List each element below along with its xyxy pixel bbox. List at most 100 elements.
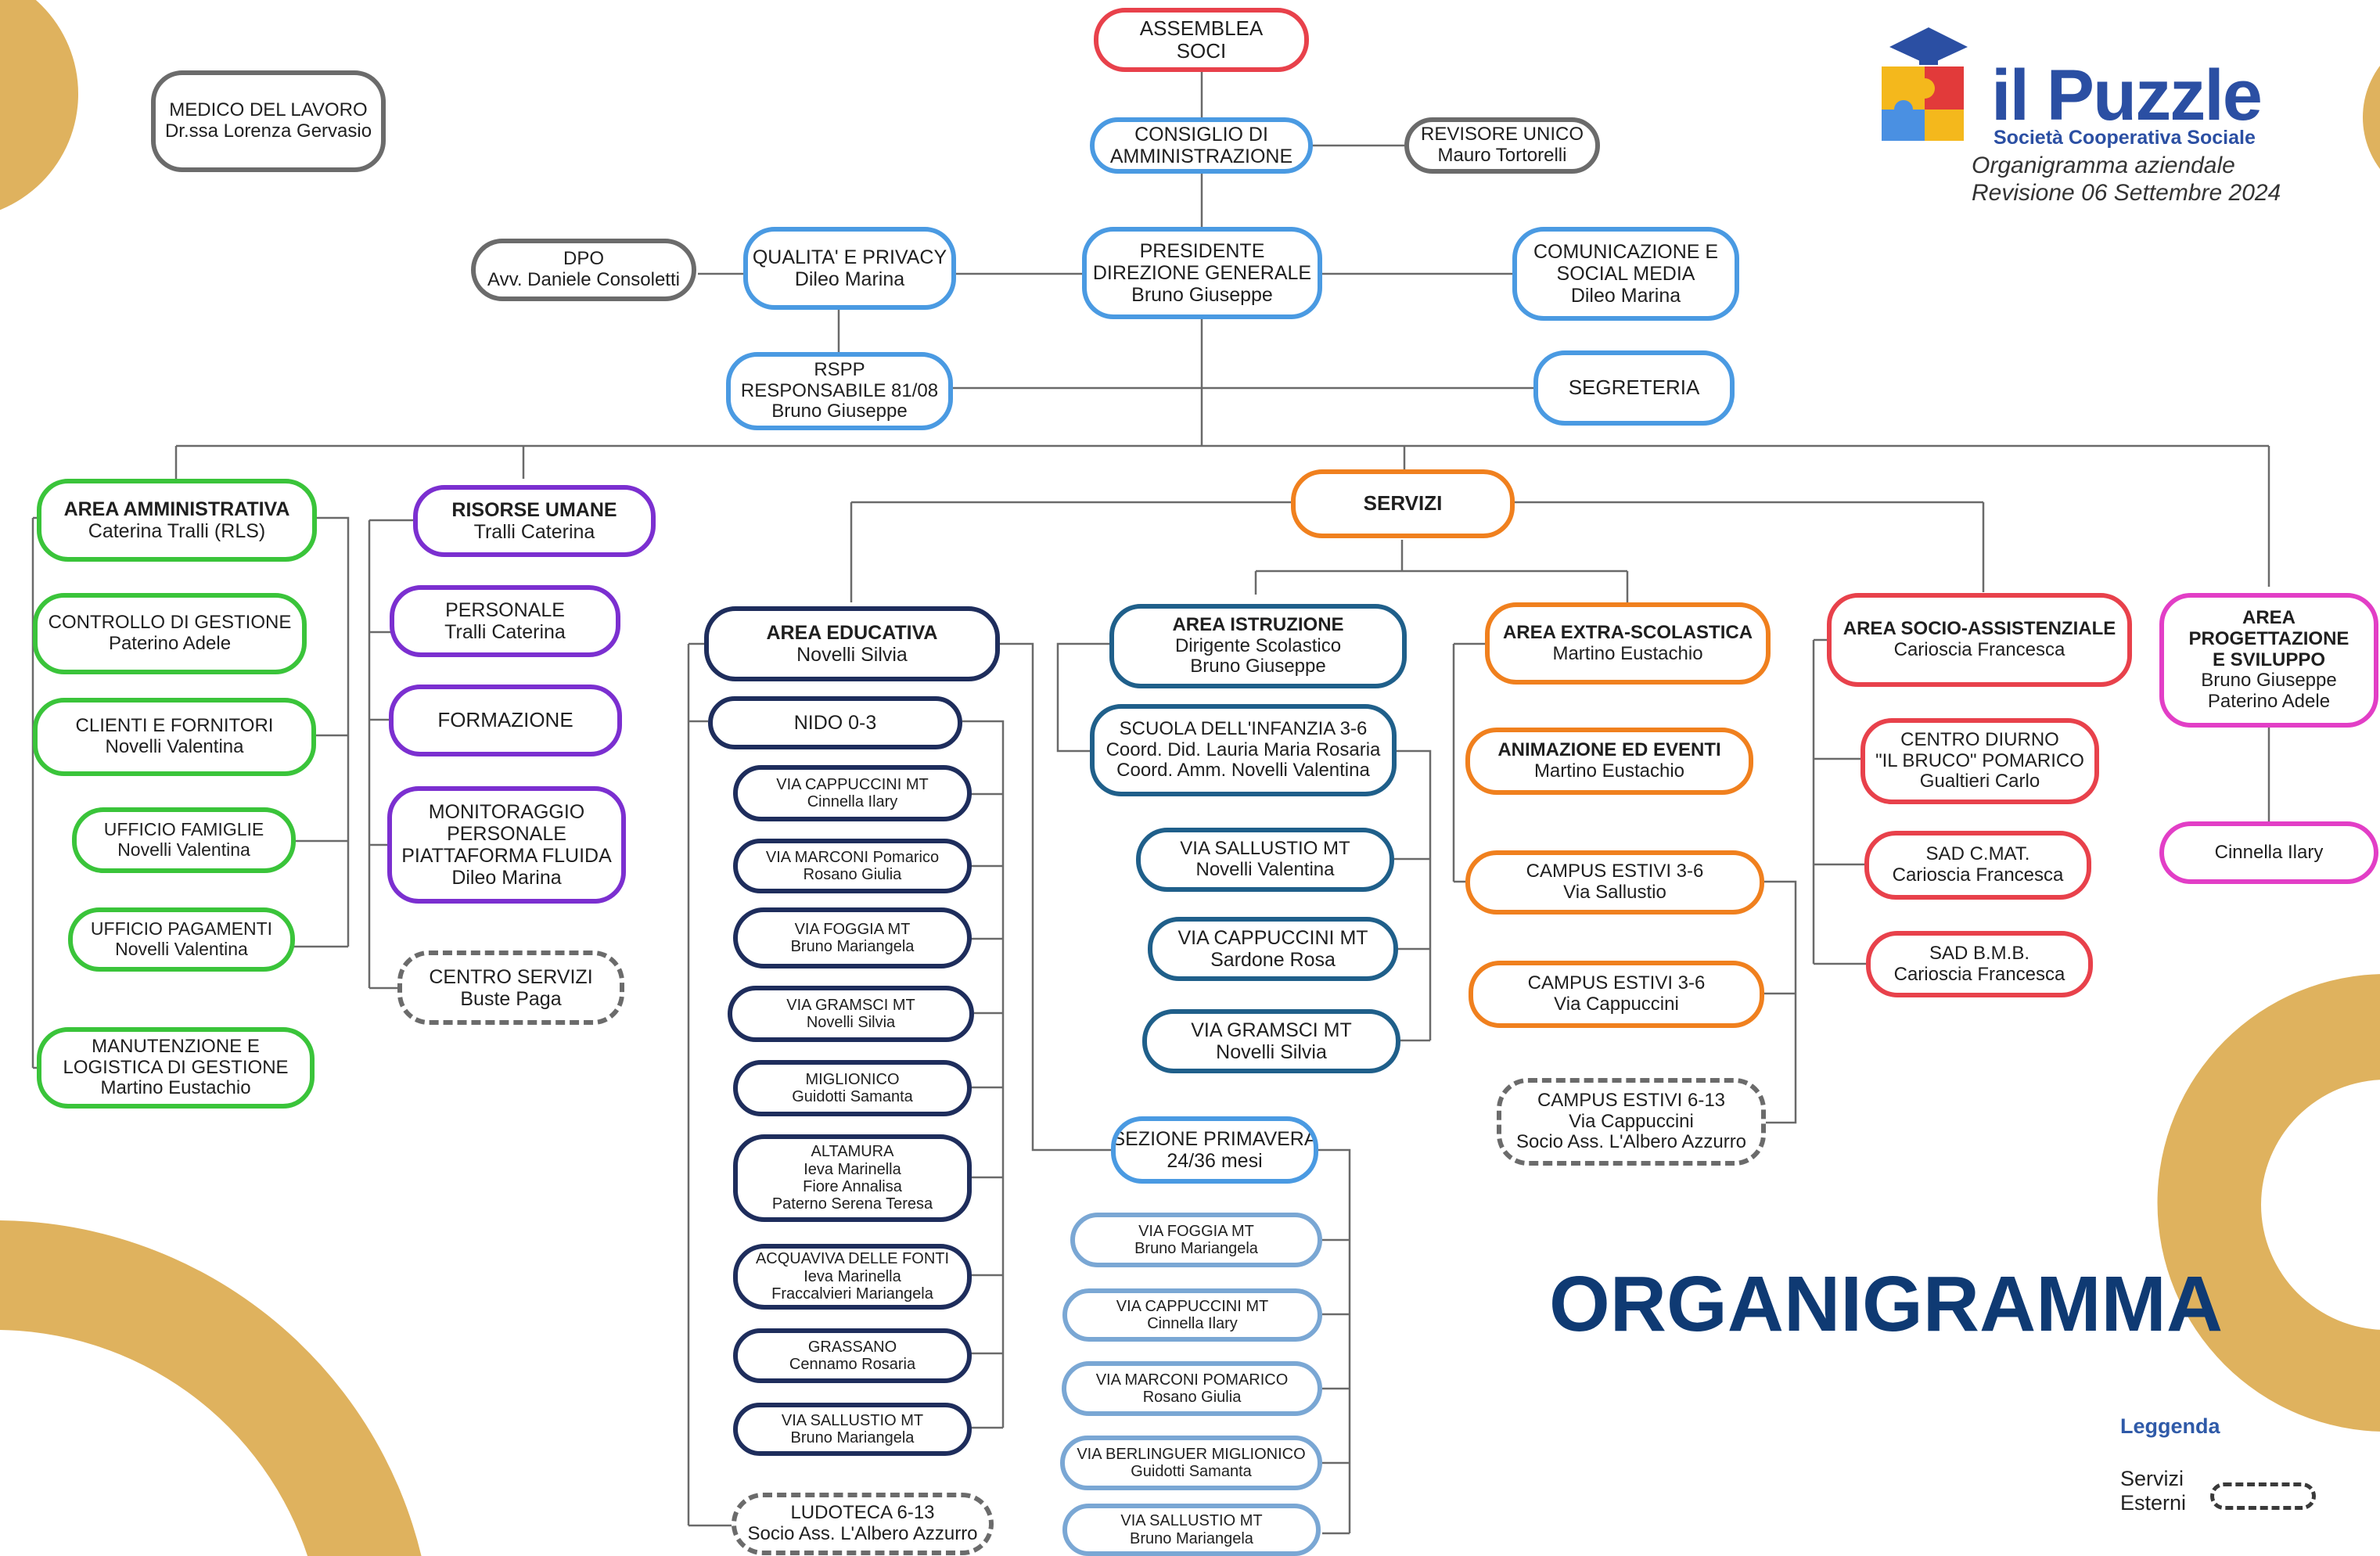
node-text: AREA ISTRUZIONE [1172,613,1344,635]
node-text: Caterina Tralli (RLS) [88,520,266,542]
node-text: Dileo Marina [451,867,562,889]
node-text: CENTRO DIURNO [1900,728,2059,750]
node-text: Tralli Caterina [473,521,595,543]
node-text: Coord. Did. Lauria Maria Rosaria [1106,738,1381,760]
node-text: MONITORAGGIO [428,801,585,823]
node-text: Cinnella Ilary [2214,841,2324,863]
node-text: MANUTENZIONE E [92,1035,260,1057]
node-text: SOCIAL MEDIA [1556,263,1695,285]
node-text: VIA FOGGIA MT [1138,1222,1254,1240]
node-text: Paterino Adele [108,633,232,654]
node-text: ACQUAVIVA DELLE FONTI [755,1250,950,1268]
node-text: Novelli Silvia [796,644,908,666]
node-text: Guidotti Samanta [1131,1463,1252,1480]
node-text: SEZIONE PRIMAVERA [1112,1128,1318,1150]
node-text: NIDO 0-3 [793,712,877,734]
node-text: ASSEMBLEA [1139,16,1264,40]
node-text: FORMAZIONE [437,708,573,732]
node-text: UFFICIO FAMIGLIE [103,819,264,840]
node-text: Buste Paga [460,987,562,1010]
node-text: VIA CAPPUCCINI MT [776,775,929,793]
node-text: LUDOTECA 6-13 [790,1502,935,1524]
node-text: Sardone Rosa [1210,949,1336,971]
logo-tagline: Società Cooperativa Sociale [1994,127,2256,149]
node-text: Mauro Tortorelli [1437,145,1567,166]
node-text: Gualtieri Carlo [1919,771,2040,792]
node-text: VIA CAPPUCCINI MT [1116,1297,1269,1315]
page-title: ORGANIGRAMMA [1549,1260,2224,1348]
node-text: VIA GRAMSCI MT [786,996,915,1014]
node-text: Novelli Silvia [1216,1041,1327,1063]
node-text: VIA BERLINGUER MIGLIONICO [1077,1445,1306,1463]
node-text: Rosano Giulia [803,866,902,883]
node-text: Cennamo Rosaria [789,1356,916,1373]
node-text: Tralli Caterina [444,621,566,643]
node-text: AREA AMMINISTRATIVA [63,498,290,520]
node-text: CONTROLLO DI GESTIONE [48,612,292,634]
node-text: QUALITA' E PRIVACY [752,246,947,268]
node-text: CAMPUS ESTIVI 3-6 [1526,861,1704,882]
node-text: UFFICIO PAGAMENTI [90,918,273,940]
node-text: Coord. Amm. Novelli Valentina [1116,760,1370,782]
node-text: Avv. Daniele Consoletti [487,269,680,290]
node-text: Novelli Valentina [117,839,250,860]
node-text: Bruno Mariangela [1130,1529,1253,1547]
node-text: Martino Eustachio [100,1077,251,1099]
node-text: Ieva Marinella [804,1267,901,1285]
node-text: RSPP [814,358,865,380]
node-text: SERVIZI [1363,491,1443,516]
node-text: Paterno Serena Teresa [771,1195,933,1213]
node-text: Bruno Giuseppe [1190,656,1326,677]
node-segreteria: SEGRETERIA [1533,350,1735,426]
node-text: AREA [2242,606,2296,628]
node-text: VIA SALLUSTIO MT [1120,1512,1263,1530]
deco-shape-top-right [2363,66,2380,169]
node-text: Ieva Marinella [804,1160,901,1178]
node-text: Dileo Marina [794,268,905,290]
node-text: Via Sallustio [1563,882,1666,903]
node-text: COMUNICAZIONE E [1533,241,1719,263]
node-text: CENTRO SERVIZI [429,965,593,988]
legend-title: Leggenda [2120,1414,2220,1438]
node-text: VIA MARCONI Pomarico [765,848,940,866]
node-text: MEDICO DEL LAVORO [169,99,368,121]
node-text: VIA GRAMSCI MT [1191,1019,1352,1041]
node-sad-cmat: SAD C.MAT.Carioscia Francesca [1864,831,2091,900]
node-text: VIA CAPPUCCINI MT [1177,927,1368,949]
node-text: RISORSE UMANE [451,499,617,521]
puzzle-logo-icon [1882,27,1968,141]
node-text: GRASSANO [807,1338,897,1356]
node-text: SAD C.MAT. [1925,843,2030,865]
node-text: Bruno Giuseppe [1131,284,1273,306]
